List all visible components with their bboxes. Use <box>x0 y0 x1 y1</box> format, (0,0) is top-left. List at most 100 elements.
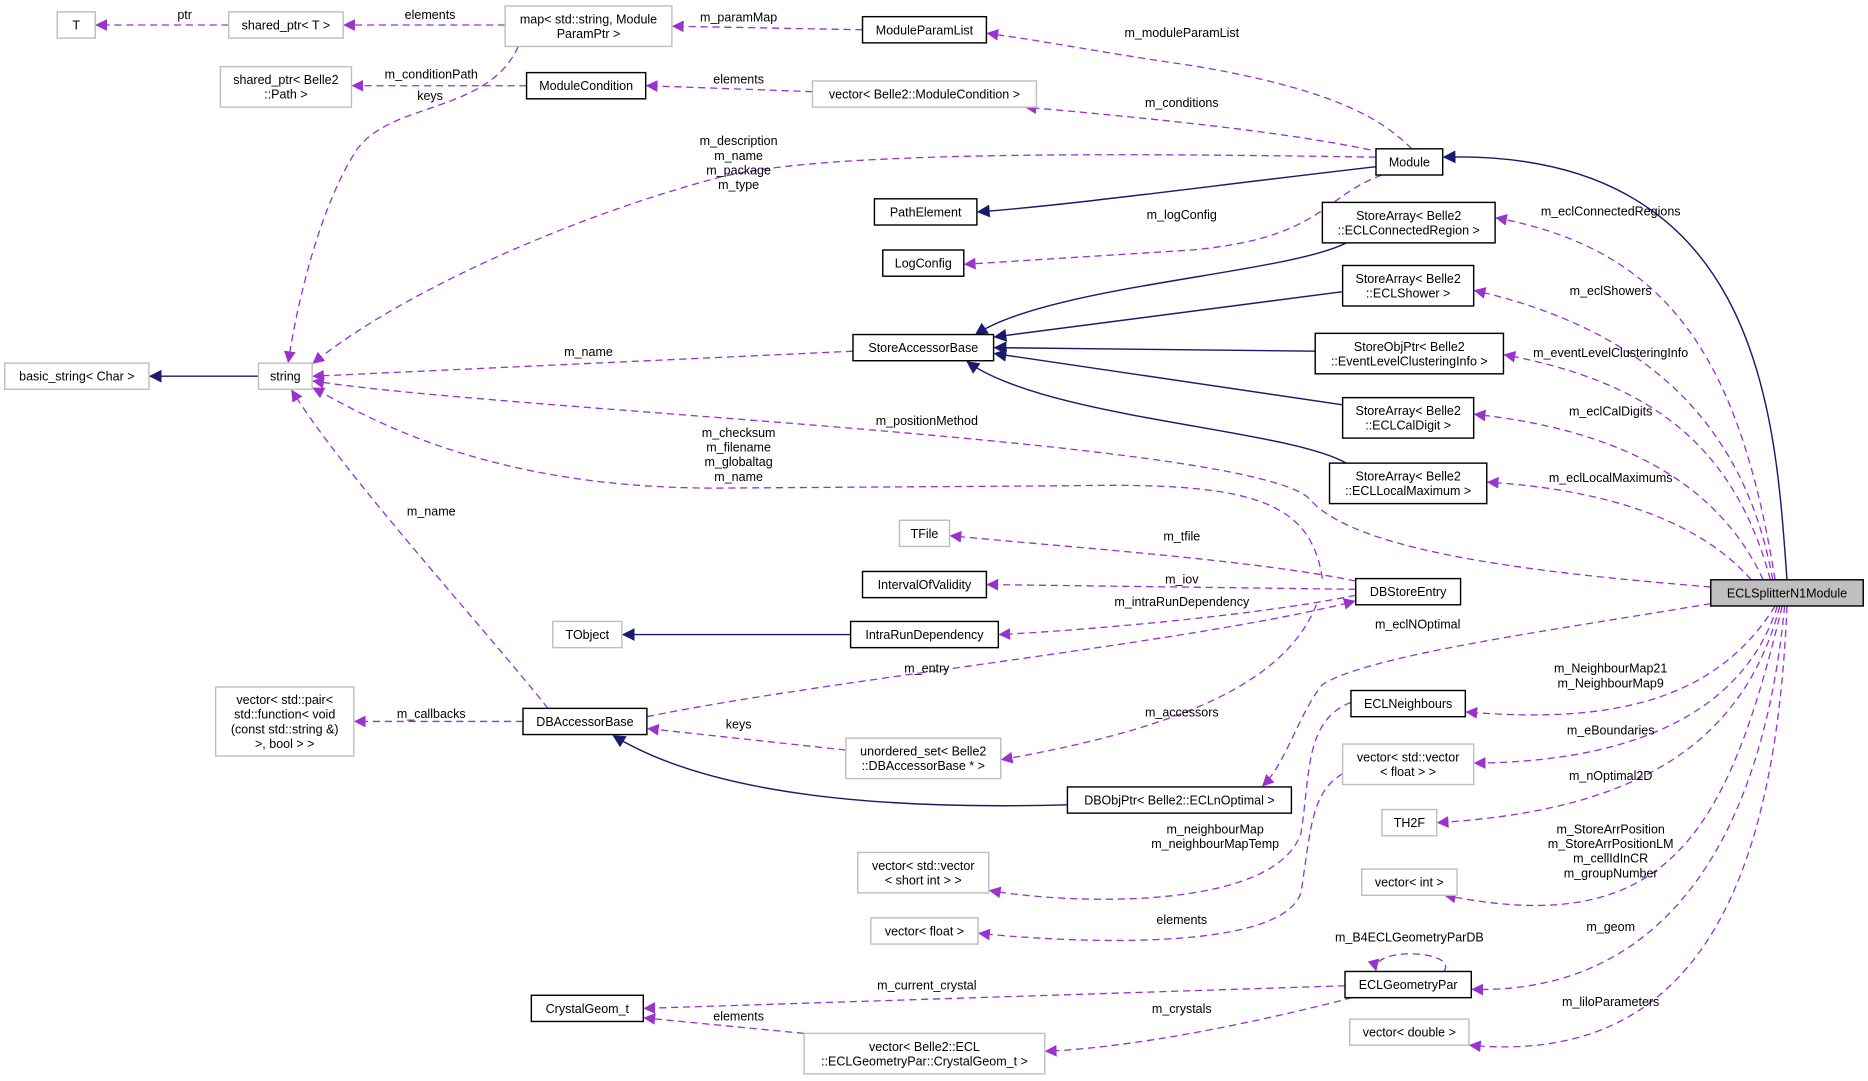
node-label: TH2F <box>1394 816 1426 830</box>
usage-edge-vec-crystalgeom-to-crystalgeom-t <box>643 1013 805 1035</box>
class-node-pathelement[interactable]: PathElement <box>873 198 978 226</box>
class-node-shared-ptr-path[interactable]: shared_ptr< Belle2::Path > <box>219 65 353 108</box>
edge-label: m_crystals <box>1152 1002 1212 1016</box>
edge-label: m_description <box>700 134 778 148</box>
class-node-sa-shower[interactable]: StoreArray< Belle2::ECLShower > <box>1341 264 1475 307</box>
edge-label: m_eclNOptimal <box>1375 618 1460 632</box>
usage-edge-eclsplittern1module-to-sa-connectedregion <box>1495 214 1776 580</box>
edge-label: keys <box>417 89 443 103</box>
class-node-dbaccessorbase[interactable]: DBAccessorBase <box>522 707 648 736</box>
node-label: shared_ptr< Belle2 <box>233 73 338 87</box>
class-node-tfile[interactable]: TFile <box>898 519 951 548</box>
edge-label: m_cellIdInCR <box>1573 852 1648 866</box>
edge-label: m_intraRunDependency <box>1114 595 1250 609</box>
class-node-unordered-set[interactable]: unordered_set< Belle2::DBAccessorBase * … <box>845 737 1002 780</box>
node-label: StoreArray< Belle2 <box>1356 209 1461 223</box>
class-node-logconfig[interactable]: LogConfig <box>882 249 965 277</box>
usage-edge-vec-vec-float-to-vec-float <box>978 773 1343 942</box>
node-label: map< std::string, Module <box>520 12 657 26</box>
class-node-eclgeometrypar[interactable]: ECLGeometryPar <box>1344 970 1473 999</box>
node-label: std::function< void <box>234 708 335 722</box>
inheritance-edge-eclsplittern1module-to-module <box>1442 150 1788 580</box>
usage-edge-module-to-logconfig <box>963 174 1383 270</box>
node-box <box>882 249 965 277</box>
node-box <box>525 71 647 100</box>
usage-edge-eclsplittern1module-to-sa-shower <box>1473 287 1774 580</box>
node-label: ::ECLShower > <box>1366 287 1450 301</box>
usage-edge-eclneighbours-to-vec-vec-short <box>988 701 1352 900</box>
node-label: vector< std::vector <box>1357 751 1460 765</box>
class-node-t[interactable]: T <box>56 11 97 39</box>
class-node-vec-vec-short[interactable]: vector< std::vector< short int > > <box>857 851 990 894</box>
class-node-eclsplittern1module[interactable]: ECLSplitterN1Module <box>1710 579 1864 607</box>
node-label: vector< float > <box>885 925 964 939</box>
class-node-vec-int[interactable]: vector< int > <box>1360 868 1458 896</box>
edge-label: m_conditions <box>1145 96 1219 110</box>
inheritance-edge-sa-shower-to-storeaccessorbase <box>993 290 1343 342</box>
node-box <box>861 570 988 599</box>
class-node-eclneighbours[interactable]: ECLNeighbours <box>1350 689 1467 718</box>
node-box <box>1314 332 1505 375</box>
class-node-sa-localmax[interactable]: StoreArray< Belle2::ECLLocalMaximum > <box>1328 462 1488 505</box>
class-node-tobject[interactable]: TObject <box>552 620 623 649</box>
class-node-shared-ptr-t[interactable]: shared_ptr< T > <box>228 11 344 39</box>
class-node-vec-double[interactable]: vector< double > <box>1349 1018 1470 1046</box>
class-node-dbstoreentry[interactable]: DBStoreEntry <box>1355 577 1462 606</box>
node-box <box>56 11 97 39</box>
usage-edge-dbstoreentry-to-tfile <box>949 530 1356 582</box>
edge-label: m_callbacks <box>397 707 466 721</box>
edge-label: m_groupNumber <box>1564 866 1658 880</box>
node-label: IntervalOfValidity <box>878 578 972 592</box>
class-node-intrarundependency[interactable]: IntraRunDependency <box>849 620 1000 649</box>
class-node-vec-crystalgeom[interactable]: vector< Belle2::ECL::ECLGeometryPar::Cry… <box>803 1032 1046 1075</box>
class-node-moduleparamlist[interactable]: ModuleParamList <box>861 15 988 44</box>
edge-label: m_checksum <box>702 426 776 440</box>
node-label: ::DBAccessorBase * > <box>862 759 985 773</box>
class-node-basic-string[interactable]: basic_string< Char > <box>4 362 150 391</box>
edge-label: elements <box>713 1009 764 1023</box>
usage-edge-module-to-vec-modulecondition <box>1024 102 1383 154</box>
inheritance-edge-dbobjptr-to-dbaccessorbase <box>612 735 1068 807</box>
class-node-sa-caldigit[interactable]: StoreArray< Belle2::ECLCalDigit > <box>1341 396 1475 439</box>
class-node-crystalgeom-t[interactable]: CrystalGeom_t <box>530 994 645 1023</box>
class-node-th2f[interactable]: TH2F <box>1381 808 1438 837</box>
node-box <box>1355 577 1462 606</box>
edge-label: m_accessors <box>1145 706 1219 720</box>
edge-label: m_eBoundaries <box>1567 724 1655 738</box>
node-box <box>845 737 1002 780</box>
class-node-dbobjptr[interactable]: DBObjPtr< Belle2::ECLnOptimal > <box>1066 786 1293 814</box>
node-label: StoreAccessorBase <box>868 341 978 355</box>
edge-label: m_neighbourMap <box>1166 822 1263 836</box>
class-node-vec-modulecondition[interactable]: vector< Belle2::ModuleCondition > <box>811 80 1038 108</box>
node-label: vector< Belle2::ECL <box>869 1040 980 1054</box>
inheritance-edge-sa-connectedregion-to-storeaccessorbase <box>974 242 1347 336</box>
node-box <box>1344 970 1473 999</box>
node-label: ::ECLCalDigit > <box>1365 419 1451 433</box>
edge-label: m_entry <box>904 662 950 676</box>
node-label: ECLSplitterN1Module <box>1727 586 1847 600</box>
node-box <box>1341 743 1475 786</box>
node-label: vector< std::vector <box>872 859 975 873</box>
class-node-vec-vec-float[interactable]: vector< std::vector< float > > <box>1341 743 1475 786</box>
edge-label: elements <box>713 72 764 86</box>
node-label: PathElement <box>890 205 962 219</box>
node-box <box>1350 689 1467 718</box>
class-node-module[interactable]: Module <box>1375 148 1444 176</box>
class-node-so-eventlevel[interactable]: StoreObjPtr< Belle2::EventLevelClusterin… <box>1314 332 1505 375</box>
edge-label: m_type <box>718 178 759 192</box>
inheritance-edge-sa-localmax-to-storeaccessorbase <box>966 361 1347 464</box>
class-node-vec-callbacks[interactable]: vector< std::pair<std::function< void(co… <box>214 686 355 757</box>
class-node-vec-float[interactable]: vector< float > <box>870 917 979 945</box>
usage-edge-eclsplittern1module-to-sa-caldigit <box>1473 409 1764 581</box>
class-node-intervalofvalidity[interactable]: IntervalOfValidity <box>861 570 988 599</box>
class-node-string[interactable]: string <box>257 362 313 391</box>
usage-edge-dbstoreentry-to-intervalofvalidity <box>986 578 1356 591</box>
node-label: ::Path > <box>264 88 307 102</box>
class-node-storeaccessorbase[interactable]: StoreAccessorBase <box>852 333 995 362</box>
node-box <box>1381 808 1438 837</box>
class-node-sa-connectedregion[interactable]: StoreArray< Belle2::ECLConnectedRegion > <box>1321 201 1496 244</box>
class-node-modulecondition[interactable]: ModuleCondition <box>525 71 647 100</box>
edge-label: elements <box>405 8 456 22</box>
